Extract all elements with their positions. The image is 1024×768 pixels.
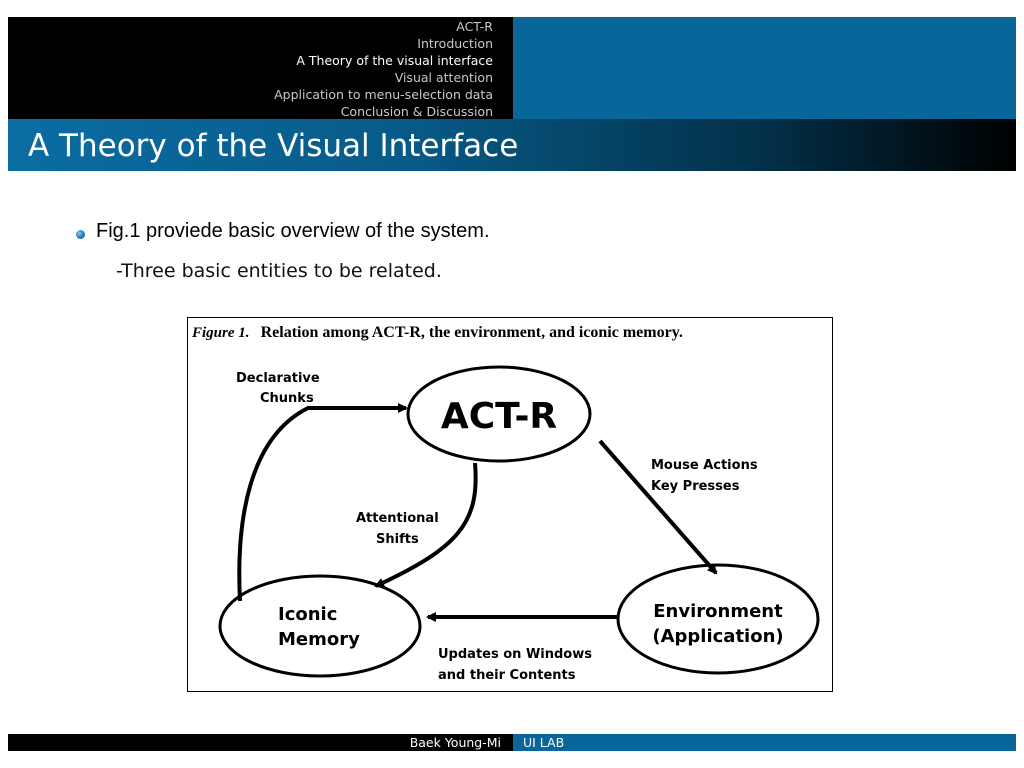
iconic-memory-label-2: Memory xyxy=(278,629,360,650)
nav-item-visual-attention[interactable]: Visual attention xyxy=(394,69,493,85)
iconic-memory-label-1: Iconic xyxy=(278,604,337,625)
attentional-label-2: Shifts xyxy=(376,532,419,547)
environment-label-2: (Application) xyxy=(652,626,783,647)
footer-lab: UI LAB xyxy=(523,735,565,750)
nav-item-conclusion[interactable]: Conclusion & Discussion xyxy=(340,103,493,119)
nav-item-menu-selection[interactable]: Application to menu-selection data xyxy=(274,86,493,102)
bullet-text: Fig.1 proviede basic overview of the sys… xyxy=(96,220,490,242)
sub-bullet-text: -Three basic entities to be related. xyxy=(116,260,442,282)
act-r-label: ACT-R xyxy=(441,396,557,437)
attentional-shifts-arrow xyxy=(374,462,478,588)
figure-caption-label: Figure 1. xyxy=(191,325,250,341)
footer-author-bar: Baek Young-Mi xyxy=(8,734,513,751)
updates-label-1: Updates on Windows xyxy=(438,647,592,662)
header-nav-panel: ACT-R Introduction A Theory of the visua… xyxy=(8,17,513,119)
bullet-dot-icon xyxy=(76,230,85,239)
header-accent-panel xyxy=(513,17,1016,119)
mouse-actions-arrow xyxy=(598,439,718,575)
updates-label-2: and their Contents xyxy=(438,668,576,683)
declarative-chunks-arrow xyxy=(237,403,408,602)
key-presses-label: Key Presses xyxy=(651,479,740,494)
figure-caption-text: Relation among ACT-R, the environment, a… xyxy=(261,324,683,341)
slide-title: A Theory of the Visual Interface xyxy=(28,128,519,164)
mouse-actions-label: Mouse Actions xyxy=(651,458,758,473)
footer-author: Baek Young-Mi xyxy=(409,735,501,750)
nav-item-theory-visual-interface[interactable]: A Theory of the visual interface xyxy=(296,52,493,68)
declarative-label-1: Declarative xyxy=(236,371,320,386)
declarative-label-2: Chunks xyxy=(260,391,314,406)
figure-1: Figure 1. Relation among ACT-R, the envi… xyxy=(187,317,833,692)
figure-diagram: Figure 1. Relation among ACT-R, the envi… xyxy=(191,322,820,683)
attentional-label-1: Attentional xyxy=(356,511,439,526)
nav-item-act-r[interactable]: ACT-R xyxy=(456,19,493,34)
section-nav: ACT-R Introduction A Theory of the visua… xyxy=(274,19,493,120)
nav-item-introduction[interactable]: Introduction xyxy=(417,35,493,51)
act-r-node xyxy=(406,365,592,463)
title-bar: A Theory of the Visual Interface xyxy=(8,119,1016,171)
footer-lab-bar: UI LAB xyxy=(513,734,1016,751)
environment-label-1: Environment xyxy=(653,601,783,622)
iconic-memory-node xyxy=(218,574,422,678)
figure-caption: Figure 1. Relation among ACT-R, the envi… xyxy=(191,322,683,341)
